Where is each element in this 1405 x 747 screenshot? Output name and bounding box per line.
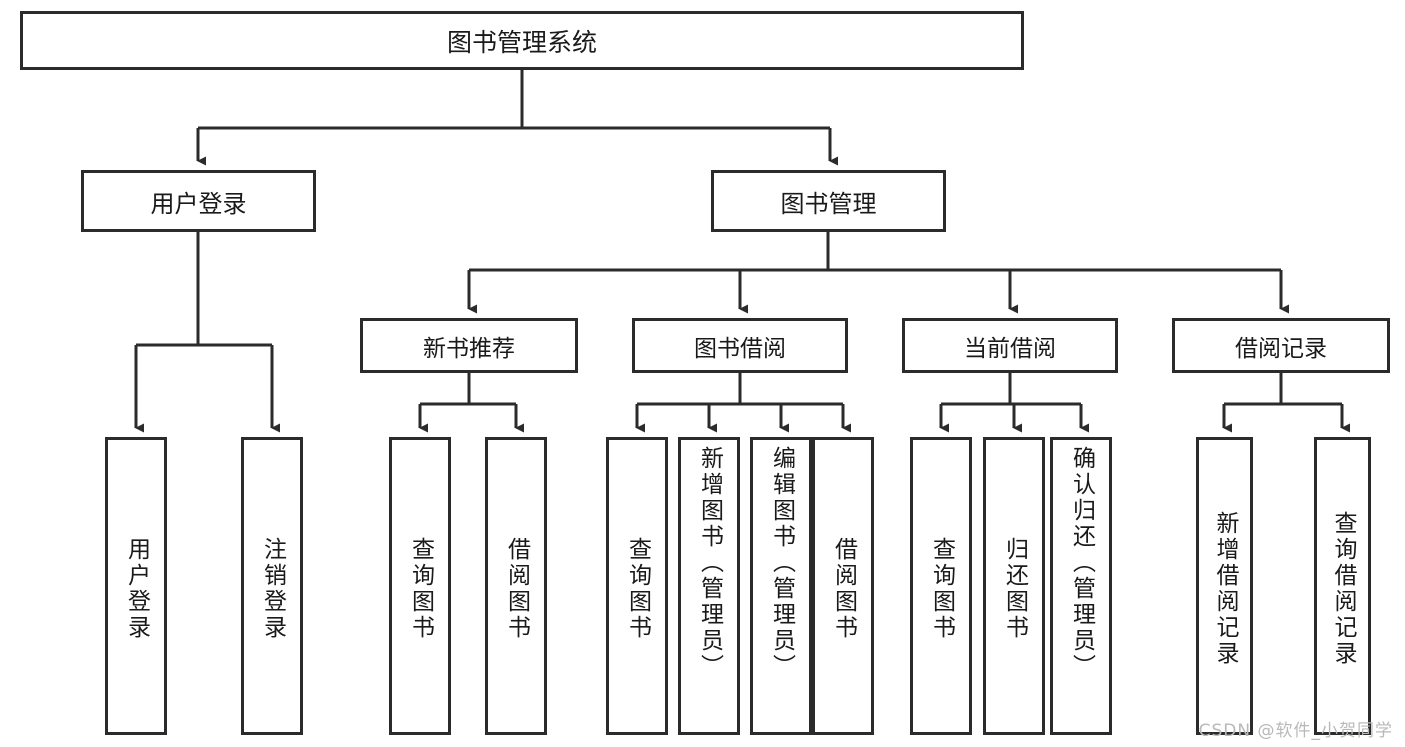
- node-leaf-1[interactable]: 用户登录: [105, 437, 167, 735]
- node-level3-1[interactable]: 新书推荐: [360, 318, 578, 373]
- node-leaf-3[interactable]: 查询图书: [389, 437, 451, 735]
- node-leaf-7[interactable]: 编辑图书（管理员）: [750, 437, 812, 735]
- node-leaf-11-inner: 确认归还（管理员）: [1053, 446, 1109, 732]
- node-leaf-1-label: 用户登录: [123, 537, 150, 641]
- node-leaf-5[interactable]: 查询图书: [606, 437, 668, 735]
- node-root-label: 图书管理系统: [446, 27, 597, 57]
- node-level2-2[interactable]: 图书管理: [711, 170, 946, 232]
- node-leaf-1-inner: 用户登录: [108, 446, 164, 732]
- node-level3-1-label: 新书推荐: [423, 335, 515, 362]
- node-leaf-8[interactable]: 借阅图书: [812, 437, 874, 735]
- node-leaf-7-label: 编辑图书（管理员）: [768, 446, 795, 680]
- node-leaf-4[interactable]: 借阅图书: [485, 437, 547, 735]
- node-level3-4[interactable]: 借阅记录: [1172, 318, 1390, 373]
- node-leaf-9-inner: 查询图书: [913, 446, 969, 732]
- node-level2-1-label: 用户登录: [150, 189, 247, 218]
- node-leaf-10[interactable]: 归还图书: [983, 437, 1045, 735]
- node-level3-3-label: 当前借阅: [964, 335, 1056, 362]
- node-root[interactable]: 图书管理系统: [20, 11, 1024, 70]
- node-leaf-13-label: 查询借阅记录: [1330, 511, 1356, 667]
- node-leaf-11-label: 确认归还（管理员）: [1068, 446, 1095, 680]
- node-level2-2-label: 图书管理: [780, 189, 877, 218]
- node-leaf-6[interactable]: 新增图书（管理员）: [678, 437, 740, 735]
- node-leaf-8-label: 借阅图书: [830, 537, 857, 641]
- node-leaf-12[interactable]: 新增借阅记录: [1196, 437, 1253, 735]
- node-leaf-11[interactable]: 确认归还（管理员）: [1050, 437, 1112, 735]
- node-level3-2-label: 图书借阅: [694, 335, 786, 362]
- node-leaf-5-inner: 查询图书: [609, 446, 665, 732]
- node-leaf-7-inner: 编辑图书（管理员）: [753, 446, 809, 732]
- node-level3-4-label: 借阅记录: [1235, 335, 1327, 362]
- node-leaf-13[interactable]: 查询借阅记录: [1314, 437, 1371, 735]
- node-leaf-5-label: 查询图书: [624, 537, 651, 641]
- node-leaf-12-inner: 新增借阅记录: [1199, 446, 1250, 732]
- node-leaf-9-label: 查询图书: [928, 537, 955, 641]
- node-leaf-4-inner: 借阅图书: [488, 446, 544, 732]
- node-leaf-8-inner: 借阅图书: [815, 446, 871, 732]
- node-leaf-12-label: 新增借阅记录: [1212, 511, 1238, 667]
- node-leaf-10-inner: 归还图书: [986, 446, 1042, 732]
- node-leaf-13-inner: 查询借阅记录: [1317, 446, 1368, 732]
- node-leaf-9[interactable]: 查询图书: [910, 437, 972, 735]
- node-leaf-6-inner: 新增图书（管理员）: [681, 446, 737, 732]
- node-leaf-10-label: 归还图书: [1001, 537, 1028, 641]
- node-level3-3[interactable]: 当前借阅: [902, 318, 1118, 373]
- node-level3-2[interactable]: 图书借阅: [632, 318, 848, 373]
- node-leaf-2-label: 注销登录: [259, 537, 286, 641]
- node-leaf-6-label: 新增图书（管理员）: [696, 446, 723, 680]
- node-leaf-2[interactable]: 注销登录: [241, 437, 303, 735]
- node-leaf-3-label: 查询图书: [407, 537, 434, 641]
- watermark: CSDN @软件_小贺同学: [1198, 721, 1393, 741]
- node-leaf-3-inner: 查询图书: [392, 446, 448, 732]
- node-leaf-2-inner: 注销登录: [244, 446, 300, 732]
- node-level2-1[interactable]: 用户登录: [81, 170, 316, 232]
- node-leaf-4-label: 借阅图书: [503, 537, 530, 641]
